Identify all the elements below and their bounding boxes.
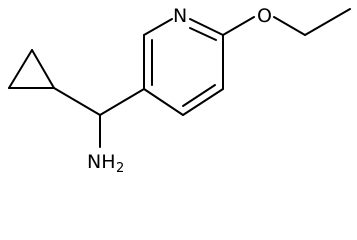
bond-c4-c3 — [143, 88, 184, 116]
oxygen-label: O — [257, 5, 272, 27]
ring-nitrogen-label: N — [173, 5, 187, 27]
bond-c2-n1 — [143, 18, 173, 36]
bond-o-ch2 — [273, 16, 306, 36]
amine-subscript: 2 — [116, 161, 124, 176]
pyridine-ring — [143, 18, 224, 116]
bond-c5-c4-inner — [182, 84, 216, 107]
cyclopropyl-ring — [8, 49, 55, 89]
amine-label: NH — [87, 151, 116, 173]
bond-ch2-ch3 — [304, 8, 351, 36]
structure-canvas: N O NH 2 — [8, 5, 351, 176]
bond-cp-2 — [31, 49, 55, 89]
bond-c5-c4 — [182, 88, 224, 116]
bond-n1-c6 — [189, 18, 224, 36]
molecule-diagram: N O NH 2 — [8, 5, 351, 176]
bond-ch-ring — [99, 88, 145, 116]
bond-cp-ch — [53, 87, 101, 116]
bond-n1-c6-inner — [189, 27, 217, 41]
bond-cp-1 — [8, 49, 33, 89]
bond-c6-o — [222, 16, 255, 36]
